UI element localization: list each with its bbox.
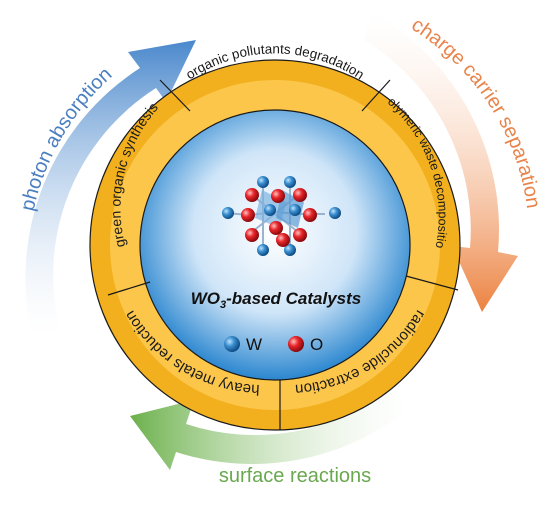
atom-o bbox=[293, 228, 307, 242]
title-suffix: -based Catalysts bbox=[226, 289, 361, 308]
center-disc bbox=[139, 109, 411, 381]
charge-arrow-shape bbox=[364, 12, 518, 312]
ring-dividers bbox=[107, 79, 459, 430]
legend-o-swatch bbox=[288, 336, 304, 352]
atom-o bbox=[245, 228, 259, 242]
atom-o bbox=[276, 233, 290, 247]
atom-w bbox=[264, 204, 276, 216]
cycle-label-surface: surface reactions bbox=[219, 465, 371, 487]
title-prefix: WO bbox=[191, 289, 220, 308]
atom-o bbox=[271, 189, 285, 203]
atom-o bbox=[269, 221, 283, 235]
atom-legend: W O bbox=[224, 335, 323, 354]
atom-w bbox=[284, 244, 296, 256]
atom-o bbox=[293, 188, 307, 202]
atom-o bbox=[303, 208, 317, 222]
title-subscript: 3 bbox=[220, 299, 226, 311]
atom-w bbox=[284, 176, 296, 188]
atom-w bbox=[222, 207, 234, 219]
atom-o bbox=[245, 188, 259, 202]
atom-w bbox=[329, 207, 341, 219]
crystal-structure bbox=[222, 176, 341, 256]
surface-arrow-shape bbox=[130, 388, 410, 470]
legend-o-label: O bbox=[310, 335, 323, 354]
atom-w bbox=[289, 204, 301, 216]
atom-w bbox=[257, 244, 269, 256]
atom-w bbox=[257, 176, 269, 188]
legend-w-label: W bbox=[246, 335, 262, 354]
legend-w-swatch bbox=[224, 336, 240, 352]
atom-o bbox=[241, 208, 255, 222]
photon-arrow-shape bbox=[25, 40, 196, 335]
center-title: WO3-based Catalysts bbox=[191, 289, 362, 311]
